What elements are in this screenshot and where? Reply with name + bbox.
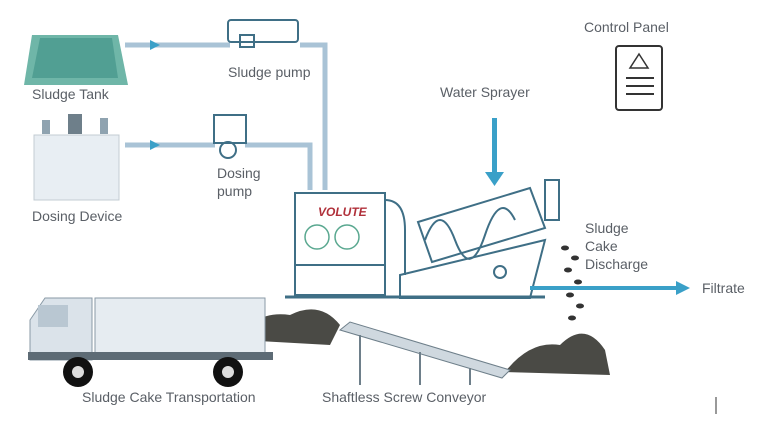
dosing-pump-icon [213,114,247,159]
truck-icon [28,297,273,387]
filtrate-arrow-icon [530,281,690,295]
pipes [125,40,328,190]
sludge-tank-icon [24,35,128,85]
sludge-pump-icon [227,19,299,48]
shaftless-screw-conveyor-icon [338,321,511,385]
control-panel-label: Control Panel [584,19,669,35]
discharge-label-2: Cake [585,238,618,254]
truck-label: Sludge Cake Transportation [82,389,256,405]
sludge-pump-label: Sludge pump [228,64,311,80]
control-panel-icon [615,45,663,111]
dosing-pump-label-2: pump [217,183,252,199]
volute-logo: VOLUTE [318,205,368,219]
discharge-label-3: Discharge [585,256,648,272]
discharge-label-1: Sludge [585,220,629,236]
volute-dewatering-machine [285,179,560,299]
sludge-cake-pieces [561,245,584,321]
water-sprayer-label: Water Sprayer [440,84,530,100]
conveyor-label: Shaftless Screw Conveyor [322,389,487,405]
dosing-device-label: Dosing Device [32,208,122,224]
dosing-device-icon [33,114,120,201]
dosing-pump-label-1: Dosing [217,165,261,181]
water-sprayer-arrow-icon [485,118,504,186]
filtrate-label: Filtrate [702,280,745,296]
sludge-pile-right [505,333,610,375]
sludge-tank-label: Sludge Tank [32,86,110,102]
